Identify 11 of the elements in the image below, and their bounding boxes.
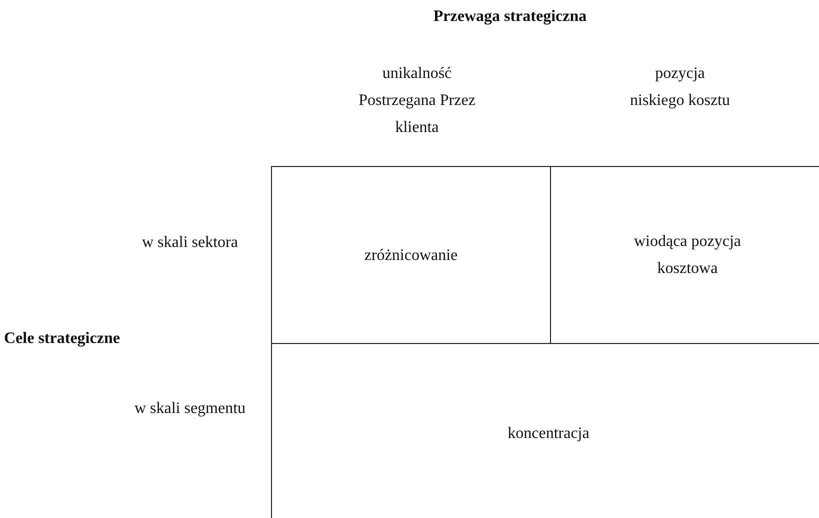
row-header: w skali segmentu [133,399,247,419]
row-header: w skali sektora [141,233,239,253]
cell-text: zróżnicowanie [363,246,459,266]
column-header: pozycja niskiego kosztu [630,64,730,111]
matrix-cell [550,166,819,344]
heading: Przewaga strategiczna [432,7,588,27]
matrix-cell [271,166,551,344]
column-header: unikalność Postrzegana Przez klienta [358,64,476,138]
cell-text: koncentracja [506,424,590,444]
axis-title: Cele strategiczne [4,329,121,349]
cell-text: wiodąca pozycja kosztowa [632,232,742,279]
